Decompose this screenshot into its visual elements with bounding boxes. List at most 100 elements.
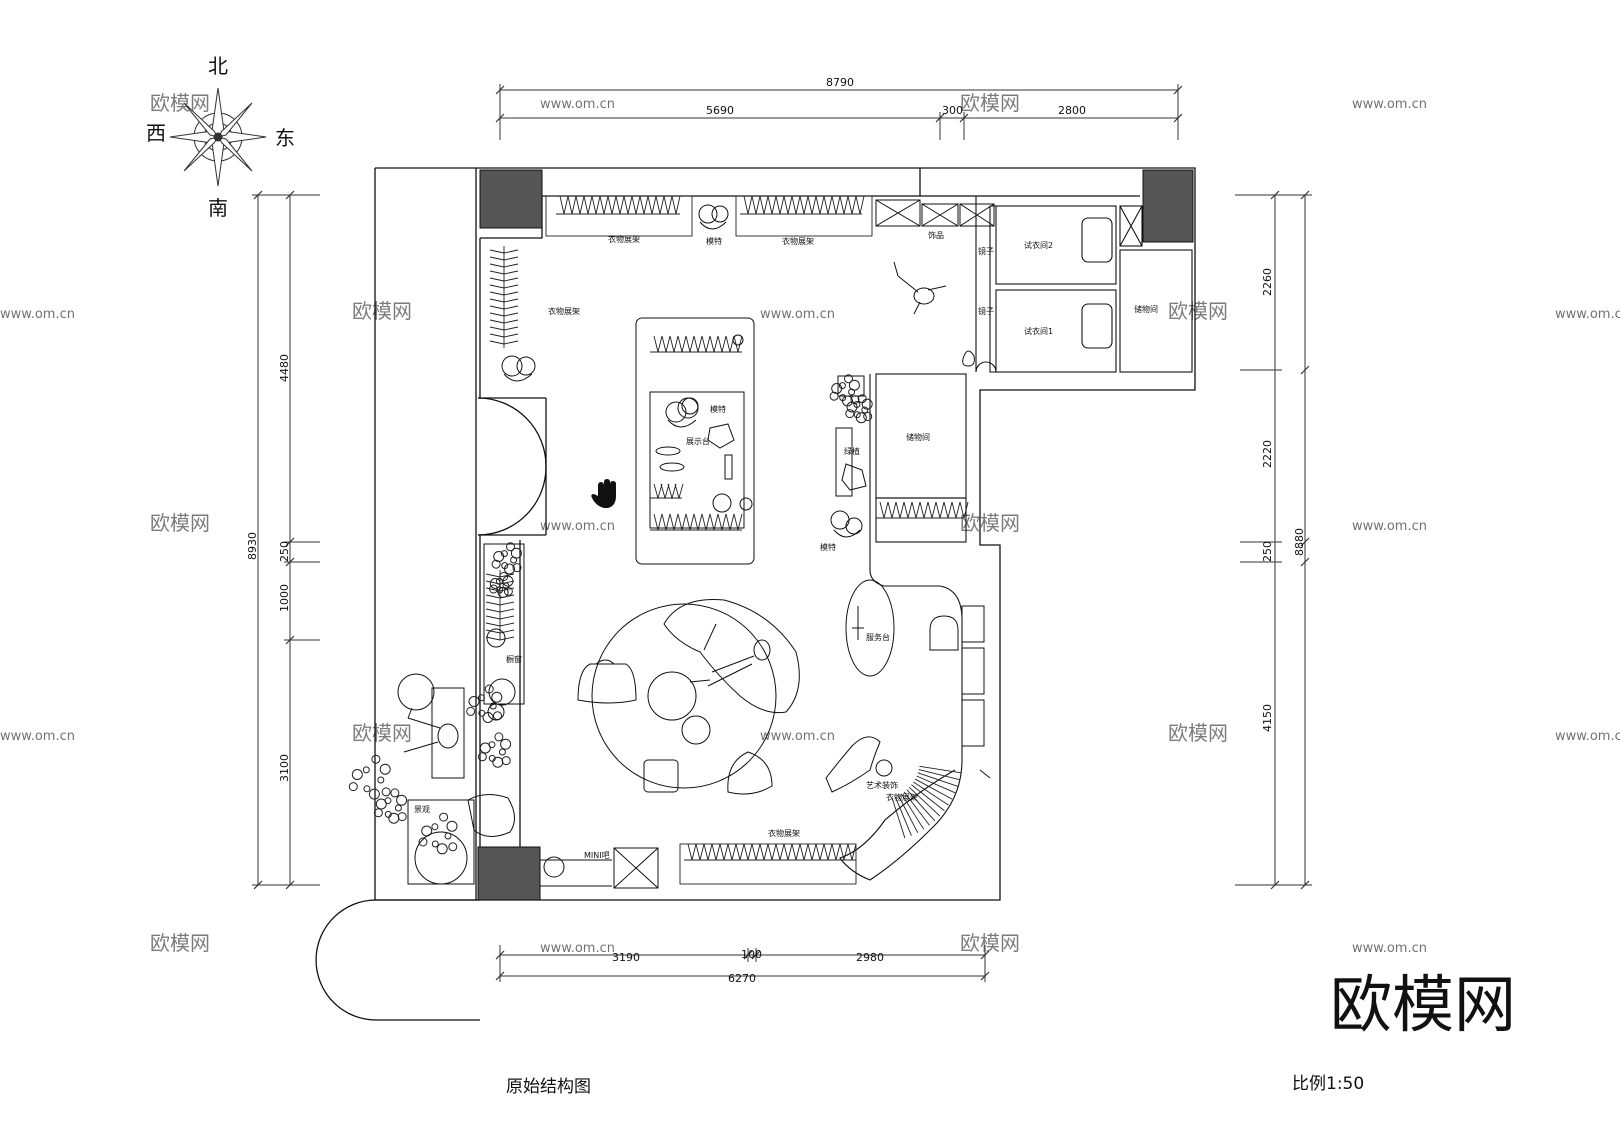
hanger-icon: [489, 340, 519, 345]
dim-bottom-left: 3190: [612, 951, 640, 964]
lounge-area: [577, 599, 800, 795]
hanger-icon: [916, 775, 956, 794]
drawing-scale: 比例1:50: [1292, 1074, 1364, 1094]
hanger-icon: [783, 843, 793, 861]
hanger-icon: [489, 298, 519, 303]
plant-leaf: [500, 550, 508, 558]
watermark-brand: 欧模网: [1168, 721, 1228, 745]
watermark-brand: 欧模网: [150, 91, 210, 115]
column-bottom-left: [477, 846, 541, 901]
plant-leaf: [375, 798, 387, 810]
dimension-lines: [252, 84, 1312, 982]
plant-leaf: [478, 709, 486, 717]
dim-right-mid: 2220: [1261, 440, 1274, 468]
plant-leaf: [381, 787, 391, 797]
column-top-left: [479, 169, 543, 229]
dimension-tick: [959, 113, 969, 123]
plant-leaf: [853, 411, 861, 419]
plant-leaf: [468, 696, 480, 707]
plant-leaf: [506, 542, 515, 552]
hanger-icon: [489, 249, 519, 254]
walking-person-icon: [893, 261, 947, 315]
dimension-tick: [285, 557, 295, 567]
plant-leaf: [431, 823, 439, 831]
hanger-icon: [775, 195, 785, 215]
label-mannequin-top: 模特: [706, 236, 722, 246]
chair-icon: [962, 350, 975, 367]
hanger-icon: [639, 195, 649, 215]
dimension-tick: [1300, 190, 1310, 200]
dimension-tick: [495, 113, 505, 123]
hanger-icon: [489, 270, 519, 275]
rack-frame: [735, 195, 873, 237]
watermark-url: www.om.cn: [1352, 941, 1427, 956]
label-window-display: 橱窗: [506, 654, 522, 664]
dimension-tick: [935, 113, 945, 123]
hanger-icon: [701, 335, 711, 353]
brand-logo-text: 欧模网: [1330, 968, 1516, 1041]
plant-leaf: [371, 754, 381, 764]
hanger-icon: [703, 843, 713, 861]
hanger-icon: [900, 793, 925, 830]
hanger-icon: [489, 305, 519, 310]
hanger-icon: [653, 513, 663, 531]
hanger-icon: [615, 195, 625, 215]
hanger-icon: [655, 195, 665, 215]
hanger-icon: [660, 483, 670, 500]
plant-leaf: [838, 382, 846, 390]
dimension-tick: [253, 880, 263, 890]
hanger-icon: [719, 843, 729, 861]
hanger-icon: [607, 195, 617, 215]
dimension-tick: [285, 880, 295, 890]
dimension-tick: [285, 537, 295, 547]
watermark-url: www.om.cn: [540, 941, 615, 956]
hanger-icon: [751, 195, 761, 215]
plant-leaf: [448, 842, 458, 852]
hanger-icon: [701, 513, 711, 531]
hanger-icon: [489, 319, 519, 324]
accessory-display-boxes: [875, 199, 995, 227]
hanger-icon: [767, 195, 777, 215]
plant-leaf: [488, 754, 496, 762]
hand-cursor-icon: [591, 479, 616, 508]
label-checkout: 服务台: [866, 632, 890, 642]
label-storage-mid: 储物间: [906, 432, 930, 442]
hanger-icon: [935, 501, 945, 519]
dimension-tick: [1300, 880, 1310, 890]
label-scenery: 景观: [414, 805, 430, 814]
watermark-url: www.om.cn: [0, 729, 75, 744]
building-walls: [315, 167, 1196, 1021]
compass-south-label: 南: [208, 196, 228, 220]
hanger-icon: [879, 501, 889, 519]
plant-leaf: [363, 785, 371, 793]
plant-leaf: [466, 706, 476, 716]
hanger-icon: [894, 796, 912, 836]
hanger-icon: [489, 333, 519, 338]
dimension-tick: [980, 950, 990, 960]
storage-room-mid: [839, 373, 967, 881]
hanger-icon: [685, 335, 695, 353]
hanger-icon: [918, 769, 960, 781]
plant-leaf: [362, 766, 370, 774]
hanger-icon: [711, 843, 721, 861]
plant-leaf: [503, 586, 513, 596]
mannequin-figures: [397, 204, 975, 779]
plant-leaf: [388, 812, 400, 824]
hanger-icon: [906, 789, 936, 822]
hanger-icon: [743, 843, 753, 861]
hanger-icon: [831, 195, 841, 215]
hanger-icon: [485, 594, 515, 599]
hanger-icon: [485, 636, 515, 641]
plant-leaf: [489, 584, 498, 594]
label-art-sculpture: 艺术装饰: [866, 780, 898, 790]
hanger-icon: [671, 195, 681, 215]
dimension-tick: [1300, 557, 1310, 567]
compass-east-label: 东: [275, 126, 295, 150]
hanger-icon: [669, 513, 679, 531]
hanger-icon: [908, 786, 941, 817]
watermark-brand: 欧模网: [352, 299, 412, 323]
hanger-icon: [815, 195, 825, 215]
compass-west-label: 西: [146, 121, 166, 145]
hanger-icon: [693, 335, 703, 353]
hanger-icon: [559, 195, 569, 215]
